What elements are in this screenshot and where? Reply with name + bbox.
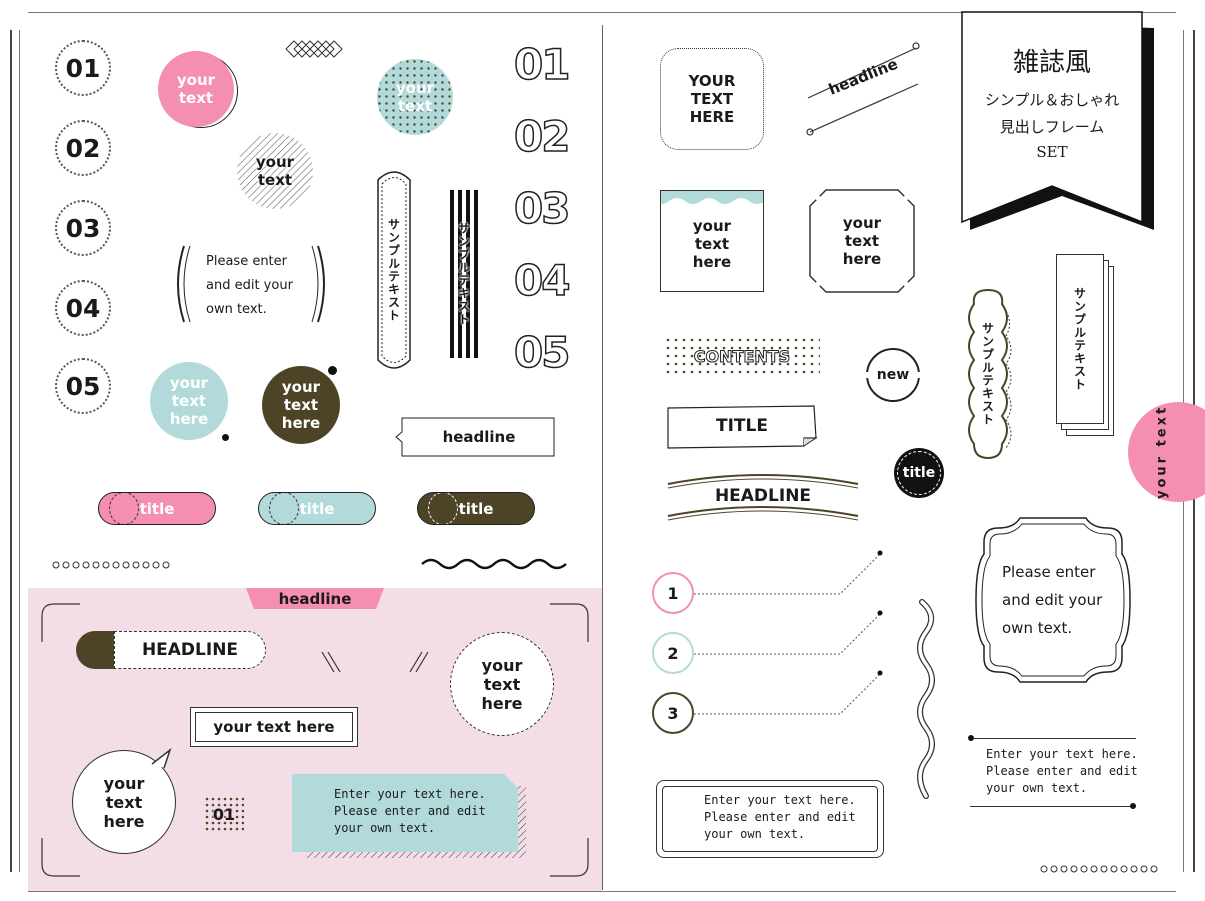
striped-frame-text: サンプルテキスト: [456, 222, 471, 326]
bubble-dot: [222, 434, 229, 441]
list-number-3: 3: [652, 692, 694, 734]
page-border: [28, 12, 1176, 892]
dot-number: 01: [212, 804, 236, 824]
note-bottom-rule: [970, 806, 1136, 807]
dot-grid: [204, 796, 244, 832]
title-card-line1: 雑誌風: [1012, 48, 1091, 78]
stacked-frame: サンプルテキスト: [1056, 254, 1104, 424]
title-card-text: 雑誌風 シンプル＆おしゃれ 見出しフレーム SET: [962, 42, 1142, 161]
left-edge-lines: [10, 30, 20, 872]
line-note-text: Enter your text here. Please enter and e…: [986, 747, 1138, 795]
headline-banner-shape: [246, 588, 384, 609]
number-ring: 05: [55, 358, 111, 414]
number-ring: 01: [55, 40, 111, 96]
striped-vertical-frame: [450, 190, 478, 358]
bubble-dot: [328, 366, 337, 375]
outlined-number: 03: [513, 183, 571, 234]
number-ring: 04: [55, 280, 111, 336]
list-number-1: 1: [652, 572, 694, 614]
dotted-mint-circle: [377, 59, 453, 135]
slash-marks: [321, 651, 429, 673]
bubble-tail: [151, 748, 172, 769]
outlined-number: 02: [513, 111, 571, 162]
title-ribbon: [667, 405, 818, 449]
diamond-chain-ornament: [285, 40, 343, 58]
mint-title-pill: title: [258, 492, 376, 525]
title-card-line2: シンプル＆おしゃれ: [984, 91, 1120, 109]
dotted-mint-circle-text: your text: [395, 79, 435, 115]
olive-bubble: your text here: [262, 366, 340, 444]
headline-tag: headline: [442, 428, 516, 446]
title-badge: title: [894, 448, 944, 498]
number-ring: 02: [55, 120, 111, 176]
number-ring: 03: [55, 200, 111, 256]
bracket-ornament: [177, 245, 325, 323]
title-card-line3: 見出しフレーム: [999, 118, 1105, 136]
list-number-2: 2: [652, 632, 694, 674]
pink-title-pill: title: [98, 492, 216, 525]
dashed-circle: your text here: [450, 632, 554, 736]
small-circle-row-right: [1040, 865, 1158, 873]
leader-lines: [694, 550, 883, 715]
contents-dots: [664, 336, 820, 376]
octagon-frame: [809, 189, 915, 293]
contents-label: CONTENTS: [693, 346, 791, 366]
headline-pill: HEADLINE: [114, 631, 266, 669]
rule-dot: [1130, 803, 1136, 809]
outlined-number: 01: [513, 39, 571, 90]
dotted-frame: YOUR TEXT HERE: [660, 48, 764, 150]
center-divider: [602, 25, 603, 890]
wavy-vertical-frame: [968, 288, 1012, 460]
wave-box-text: your text here: [692, 217, 732, 271]
headline-arc-text: HEADLINE: [714, 486, 812, 506]
note-top-rule: [970, 738, 1136, 739]
outlined-number: 04: [513, 255, 571, 306]
title-ribbon-text: TITLE: [716, 416, 768, 436]
squiggle-vertical: [917, 599, 935, 799]
title-card-shape: [961, 11, 1154, 230]
panel-corner-frame: [41, 603, 589, 877]
olive-title-pill: title: [417, 492, 535, 525]
wave-box: [660, 190, 764, 292]
bracket-text: Please enter and edit your own text.: [206, 254, 293, 317]
ornate-vertical-frame: [377, 171, 411, 369]
new-badge: new: [865, 348, 923, 402]
pink-side-tab: [1128, 402, 1205, 502]
outlined-number: 05: [513, 327, 571, 378]
framed-note: [656, 780, 884, 858]
hatched-circle-text: your text: [255, 153, 295, 189]
slanted-headline-lines: [806, 42, 920, 136]
pink-circle: your text: [158, 51, 234, 127]
ornate-frame-text: サンプルテキスト: [386, 218, 401, 322]
ticket-frame: your text here: [190, 707, 358, 747]
mint-note-text: Enter your text here. Please enter and e…: [334, 787, 486, 835]
ornate-square-frame: [975, 517, 1131, 683]
title-card-line4: SET: [1036, 143, 1068, 161]
hatched-circle: [237, 133, 313, 209]
octagon-text: your text here: [842, 214, 882, 268]
side-tab-text: your text: [1154, 404, 1170, 500]
mint-note: [292, 774, 518, 852]
headline-banner: headline: [278, 590, 352, 608]
wavy-frame-text: サンプルテキスト: [980, 322, 995, 426]
rule-dot: [968, 735, 974, 741]
ornate-frame-text: Please enter and edit your own text.: [1002, 563, 1103, 637]
small-circle-row: [52, 561, 170, 569]
framed-note-text: Enter your text here. Please enter and e…: [704, 793, 856, 841]
headline-tag-frame: [395, 417, 555, 457]
wave-line: [421, 558, 567, 570]
headline-arc-lines: [667, 474, 859, 521]
white-speech-bubble: your text here: [72, 750, 176, 854]
mint-bubble: your text here: [150, 362, 228, 440]
